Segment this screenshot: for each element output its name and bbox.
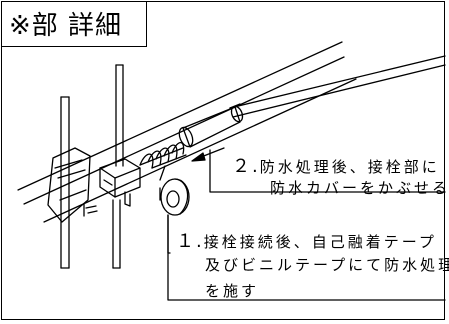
step1-text-line1: 接栓接続後、自己融着テープ — [203, 233, 437, 251]
slide-arrow — [191, 147, 225, 162]
step2-text-line2: 防水カバーをかぶせる — [270, 179, 449, 197]
diagram-title: ※部 詳細 — [9, 11, 123, 41]
coax-cable — [229, 55, 446, 118]
step2-text-line1: 防水処理後、接栓部に — [259, 158, 440, 176]
element-rod — [112, 64, 124, 269]
step2-number: ２. — [232, 156, 260, 177]
tape-roll — [159, 165, 190, 216]
connector-coil — [139, 141, 187, 169]
step2-line1: ２.防水処理後、接栓部に — [232, 158, 440, 176]
step1-number: １. — [176, 231, 204, 252]
mast-clamp — [47, 147, 98, 223]
title-cell: ※部 詳細 — [1, 1, 147, 47]
connector-block — [99, 158, 141, 207]
step1-text-line2: 及びビニルテープにて防水処理 — [205, 256, 449, 274]
leader-lines — [167, 149, 446, 301]
diagram-frame — [1, 1, 445, 320]
waterproof-cover — [178, 103, 244, 148]
mast-pole — [60, 96, 70, 269]
step1-text-line3: を施す — [205, 282, 260, 300]
step1-line1: １.接栓接続後、自己融着テープ — [176, 233, 437, 251]
